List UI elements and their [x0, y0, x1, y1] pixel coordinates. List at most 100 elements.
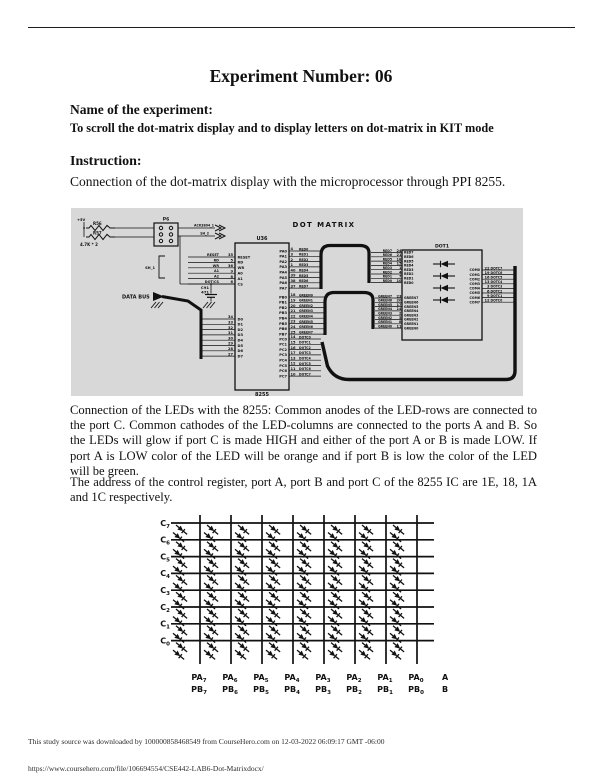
matrix-led-icon: [392, 642, 405, 653]
pin-number: 13: [484, 280, 490, 284]
net-label: GREEN4: [299, 315, 314, 319]
matrix-col-label-a: PA2: [346, 673, 361, 684]
net-label: RED0: [299, 247, 308, 251]
pin-name: PB1: [279, 301, 287, 305]
matrix-led-icon: [206, 642, 219, 653]
matrix-led-icon: [392, 541, 405, 552]
matrix-led-icon: [237, 524, 250, 535]
matrix-led-icon: [172, 532, 185, 543]
pin-number: 21: [396, 253, 402, 257]
net-label: RED3: [383, 266, 392, 270]
pin-name: RED4: [404, 264, 414, 268]
resistor-value-label: 4.7K * 2: [80, 242, 98, 247]
pin-name: PC3: [279, 353, 287, 357]
pin-name: COM2: [470, 277, 480, 281]
matrix-led-icon: [389, 649, 402, 660]
matrix-led-icon: [203, 548, 216, 560]
pin-name: PA7: [279, 286, 287, 290]
pin-number: 19: [484, 271, 490, 275]
sheet-ref-bracket: SH_1: [145, 255, 165, 279]
pin-number: 34: [228, 315, 234, 319]
net-label: GREEN1: [299, 299, 313, 303]
pin-number: 15: [396, 262, 402, 266]
pin-name: D7: [238, 354, 244, 358]
pin-number: 35: [228, 253, 234, 257]
matrix-col-label-a: PA1: [377, 673, 392, 684]
matrix-col-label-b: PB7: [191, 685, 207, 696]
matrix-col-label-b: PB6: [222, 685, 238, 696]
u36-part-label: 8255: [255, 392, 269, 396]
pin-name: A0: [238, 272, 244, 276]
matrix-led-icon: [358, 532, 371, 543]
matrix-col-label-a: PA3: [315, 673, 330, 684]
pin-name: PC1: [279, 343, 287, 347]
pin-number: 8: [399, 320, 402, 324]
matrix-led-icon: [206, 591, 219, 603]
net-label: DOTC1: [491, 294, 503, 298]
pin-number: 38: [291, 279, 297, 283]
pin-name: PC4: [279, 359, 287, 363]
matrix-led-icon: [268, 558, 281, 569]
matrix-led-icon: [330, 591, 343, 603]
net-flag-label: ACK3804_1: [194, 223, 214, 227]
pin-name: PA6: [279, 281, 287, 285]
pin-name: RED6: [404, 255, 414, 259]
red-bus-ribbon: [319, 243, 371, 289]
net-label: DOTC2: [299, 346, 311, 350]
pin-name: GREEN7: [404, 296, 418, 300]
matrix-led-icon: [392, 591, 405, 603]
net-label: RED0: [383, 279, 392, 283]
source-url[interactable]: https://www.coursehero.com/file/10669455…: [28, 764, 264, 773]
net-label: GREEN4: [378, 307, 393, 311]
pin-name: PA0: [279, 249, 287, 253]
matrix-led-icon: [327, 565, 340, 576]
pin-number: 6: [230, 280, 233, 284]
download-note: This study source was downloaded by 1000…: [28, 737, 385, 746]
pin-name: D0: [238, 317, 244, 321]
pin-number: 29: [228, 342, 234, 346]
matrix-led-icon: [296, 565, 309, 576]
net-label: DOTC2: [491, 289, 503, 293]
net-label: GREEN7: [378, 294, 392, 298]
matrix-led-icon: [175, 591, 188, 603]
matrix-col-label-a: PA4: [284, 673, 299, 684]
matrix-led-icon: [361, 541, 374, 552]
matrix-led-icon: [172, 649, 185, 660]
pin-number: 3: [487, 285, 490, 289]
matrix-led-icon: [327, 616, 340, 627]
matrix-led-icon: [392, 574, 405, 586]
net-label: RED4: [383, 262, 393, 266]
resistor-r57-label: R57: [93, 231, 102, 236]
pin-number: 22: [291, 314, 297, 318]
pin-number: 9: [230, 269, 233, 273]
net-label: DOTC6: [491, 271, 503, 275]
matrix-led-icon: [327, 532, 340, 543]
pin-name: RD: [238, 261, 244, 265]
matrix-led-icon: [172, 565, 185, 576]
matrix-led-icon: [265, 616, 278, 627]
pin-number: 12: [291, 362, 297, 366]
matrix-led-icon: [234, 582, 247, 593]
matrix-led-icon: [327, 582, 340, 593]
matrix-led-icon: [392, 524, 405, 535]
pin-number: 32: [228, 326, 234, 330]
matrix-legend-b: B: [442, 685, 448, 694]
matrix-led-icon: [358, 632, 371, 644]
net-label: DOTC3: [299, 351, 311, 355]
pin-number: 25: [291, 330, 297, 334]
pin-name: COM0: [470, 268, 481, 272]
pin-number: 37: [291, 284, 297, 288]
net-label: DOTC6: [299, 367, 311, 371]
net-label: RED2: [299, 258, 308, 262]
matrix-led-icon: [389, 548, 402, 560]
data-bus-label: DATA BUS: [122, 295, 150, 301]
matrix-led-icon: [175, 524, 188, 535]
matrix-grid: C7C6C5C4C3C2C1C0PA7PB7PA6PB6PA5PB5PA4PB4…: [160, 515, 449, 696]
matrix-led-icon: [327, 632, 340, 644]
pin-name: COM6: [470, 296, 481, 300]
pin-number: 10: [291, 372, 297, 376]
pin-number: 8: [230, 275, 233, 279]
